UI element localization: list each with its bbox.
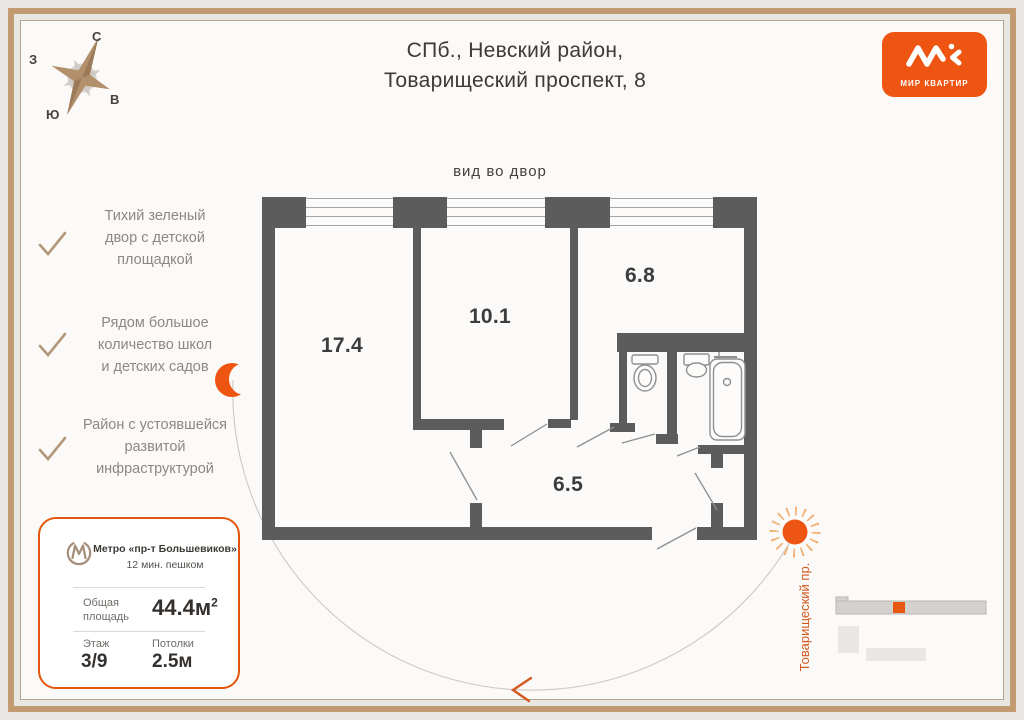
checkmark-icon (38, 332, 67, 358)
courtyard-view-label: вид во двор (453, 163, 547, 180)
divider (73, 587, 205, 588)
room-area-kitchen: 6.8 (624, 264, 656, 287)
metro-walk-time: 12 мин. пешком (126, 559, 204, 571)
checkmark-icon (38, 231, 67, 257)
info-card: Метро «пр-т Большевиков» 12 мин. пешком … (38, 517, 240, 689)
compass-west-label: З (29, 52, 38, 67)
floor-value: 3/9 (81, 651, 108, 672)
area-superscript: 2 (211, 595, 218, 610)
metro-icon (66, 542, 92, 566)
feature-text: Рядом большое количество школ и детских … (97, 315, 213, 375)
ceiling-label: Потолки (152, 638, 194, 650)
page-title: СПб., Невский район, Товарищеский проспе… (312, 36, 718, 96)
logo-mk-icon (906, 43, 962, 67)
room-area-bedroom: 10.1 (468, 305, 512, 328)
title-line-2: Товарищеский проспект, 8 (383, 69, 647, 92)
compass-north-label: С (92, 29, 102, 44)
room-area-living: 17.4 (320, 334, 364, 357)
metro-station-name: Метро «пр-т Большевиков» (93, 543, 237, 555)
feature-text: Район с устоявшейся развитой инфраструкт… (82, 417, 228, 477)
compass-east-label: В (110, 92, 120, 107)
compass-south-label: Ю (46, 107, 60, 122)
ceiling-value: 2.5м (152, 651, 193, 672)
outer-frame (8, 8, 1016, 712)
feature-text: Тихий зеленый двор с детской площадкой (104, 208, 206, 268)
room-area-hallway: 6.5 (552, 473, 584, 496)
title-line-1: СПб., Невский район, (406, 39, 624, 62)
logo-brand-text: МИР КВАРТИР (900, 79, 969, 88)
total-area-value: 44.4м2 (152, 595, 218, 620)
brand-logo: МИР КВАРТИР (882, 32, 987, 97)
divider (73, 631, 205, 632)
checkmark-icon (38, 436, 67, 462)
street-name-label: Товарищеский пр. (797, 562, 812, 672)
total-area-label: Общая площадь (83, 597, 129, 623)
floor-label: Этаж (83, 638, 110, 650)
